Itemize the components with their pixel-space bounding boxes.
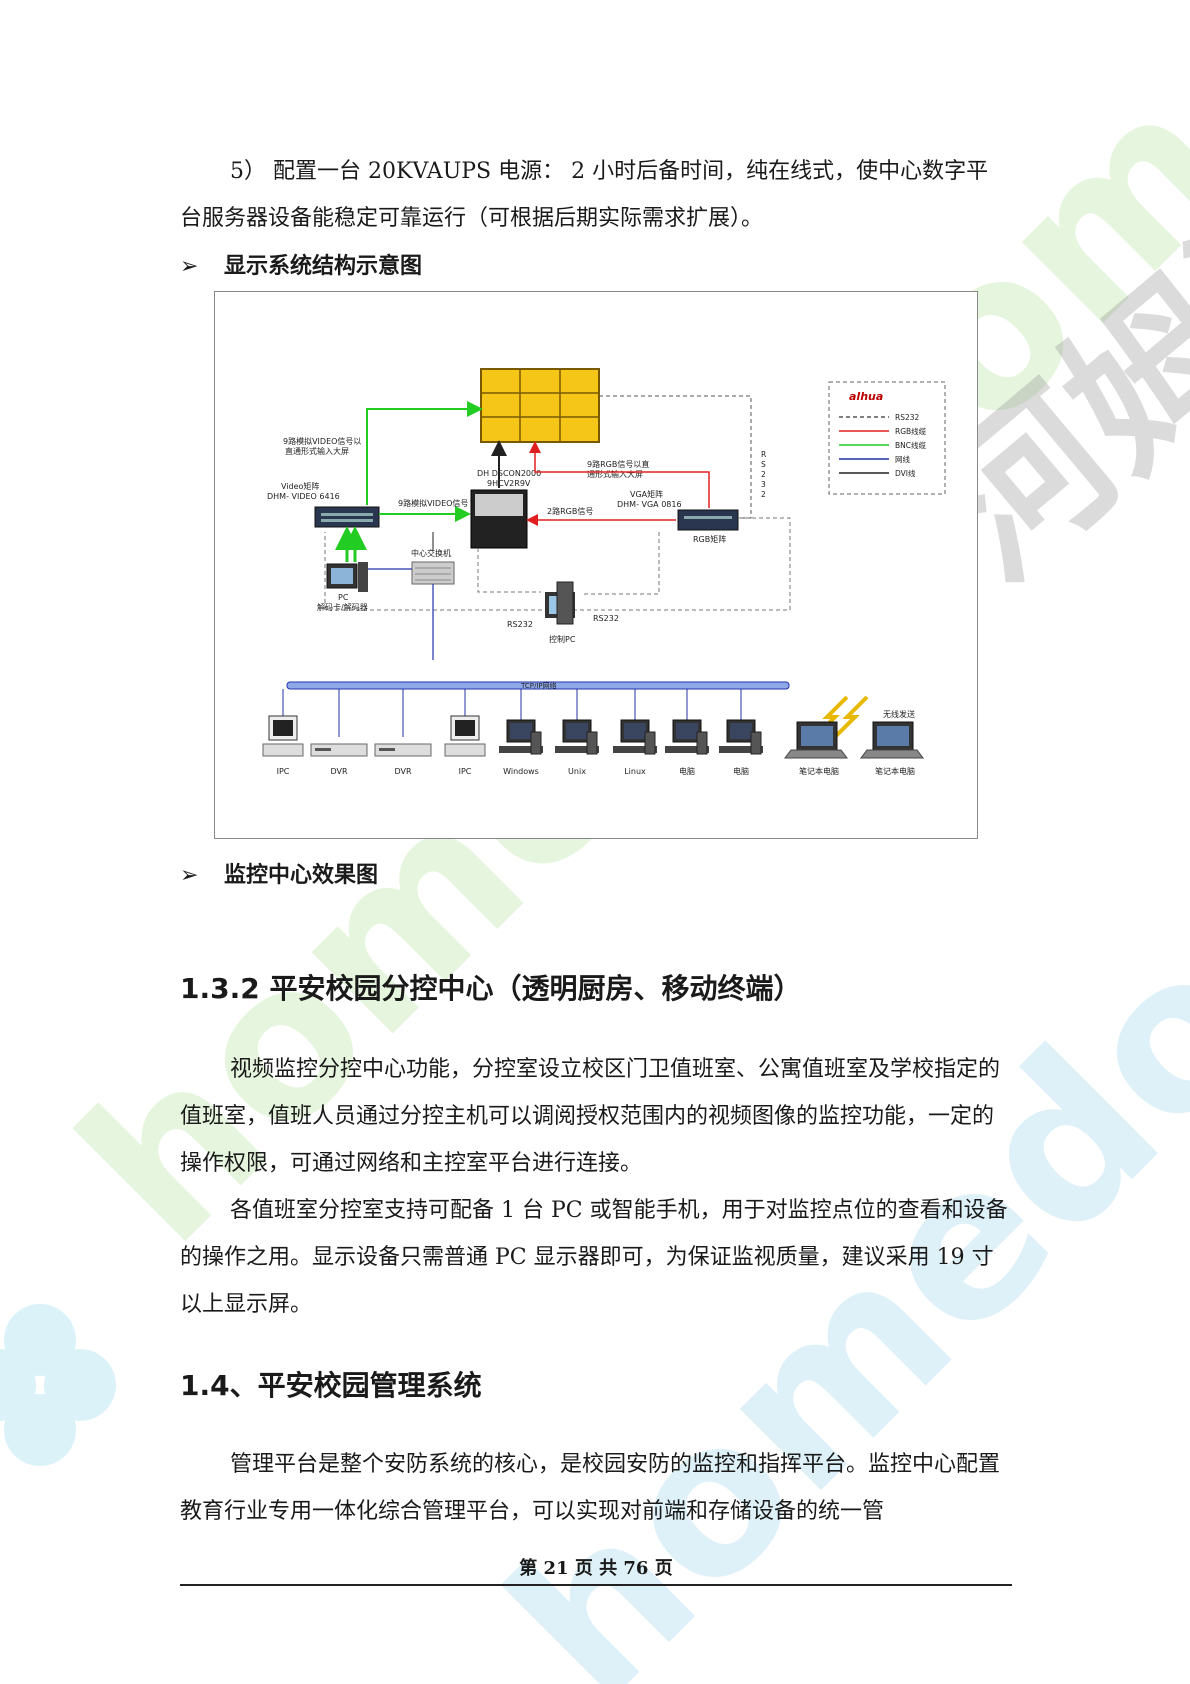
paragraph-ups: 5） 配置一台 20KVAUPS 电源： 2 小时后备时间，纯在线式，使中心数字… xyxy=(180,159,989,231)
page-number-footer: 第 21 页 共 76 页 xyxy=(519,1558,673,1579)
network-device: Linux xyxy=(613,689,657,776)
legend-item-label: DVI线 xyxy=(895,468,916,478)
video-matrix-model: DHM- VIDEO 6416 xyxy=(267,492,340,501)
legend-item: BNC线缆 xyxy=(839,440,926,450)
paragraph-sub-center-2: 各值班室分控室支持可配备 1 台 PC 或智能手机，用于对监控点位的查看和设备的… xyxy=(180,1198,1008,1317)
rgb-direct-label-1: 9路RGB信号以直 xyxy=(587,459,649,469)
device-label: 笔记本电脑 xyxy=(875,766,915,776)
rs232-vertical-char: 2 xyxy=(761,490,766,499)
network-label: TCP/IP网络 xyxy=(520,681,557,690)
control-pc-label: 控制PC xyxy=(549,634,576,644)
legend-item: 网线 xyxy=(839,454,910,464)
legend-item: RS232 xyxy=(839,413,920,422)
rs232-left-label: RS232 xyxy=(507,620,533,629)
bullet-label: 显示系统结构示意图 xyxy=(224,254,423,279)
watermark-flower-icon xyxy=(0,1304,116,1466)
bullet-monitor-effect: ➢ 监控中心效果图 xyxy=(180,857,378,889)
vga-matrix-model: DHM- VGA 0816 xyxy=(617,500,682,509)
rs232-vertical-char: R xyxy=(761,450,766,459)
rgb-direct-label-2: 通形式输入大屏 xyxy=(587,469,643,479)
vga-matrix-label: VGA矩阵 xyxy=(630,489,663,499)
wall-controller-device xyxy=(470,489,528,549)
legend-item-label: 网线 xyxy=(895,454,910,464)
device-label: Unix xyxy=(568,767,586,776)
legend-item-label: BNC线缆 xyxy=(895,440,926,450)
bnc-direct-label-2: 直通形式输入大屏 xyxy=(285,446,349,456)
controller-label-1: DH DSCON2000 xyxy=(477,469,541,478)
network-device: DVR xyxy=(374,689,432,776)
device-label: IPC xyxy=(277,767,290,776)
network-device: Unix xyxy=(555,689,599,776)
bullet-label: 监控中心效果图 xyxy=(224,863,379,888)
device-label: IPC xyxy=(459,767,472,776)
network-device: Windows xyxy=(499,689,543,776)
central-switch xyxy=(411,561,455,585)
device-label: 电脑 xyxy=(733,766,749,776)
controller-label-2: 9HCV2R9V xyxy=(487,479,531,488)
rgb-matrix-label: RGB矩阵 xyxy=(693,534,726,544)
video-signal-label: 9路模拟VIDEO信号 xyxy=(398,498,468,508)
arrow-bullet-icon: ➢ xyxy=(180,254,199,279)
device-label: DVR xyxy=(394,767,411,776)
rgb-matrix-device xyxy=(677,509,739,531)
device-label: Windows xyxy=(503,767,539,776)
tcp-ip-network-bus xyxy=(286,681,790,690)
heading-1-4: 1.4、平安校园管理系统 xyxy=(180,1369,482,1402)
rs232-vertical-char: 2 xyxy=(761,470,766,479)
device-label: 笔记本电脑 xyxy=(799,766,839,776)
heading-1-3-2: 1.3.2 平安校园分控中心（透明厨房、移动终端） xyxy=(180,972,802,1005)
decoder-pc xyxy=(326,562,368,592)
legend-item: DVI线 xyxy=(839,468,916,478)
device-label: Linux xyxy=(624,767,646,776)
network-device: IPC xyxy=(444,689,486,776)
network-device: 笔记本电脑 xyxy=(784,721,848,776)
rgb-signal-label: 2路RGB信号 xyxy=(547,506,593,516)
legend-brand: alhua xyxy=(849,390,883,403)
video-matrix-label: Video矩阵 xyxy=(281,481,319,491)
legend-item: RGB线缆 xyxy=(839,426,927,436)
legend-item-label: RGB线缆 xyxy=(895,426,927,436)
video-matrix-device xyxy=(314,506,380,528)
paragraph-sub-center-1: 视频监控分控中心功能，分控室设立校区门卫值班室、公寓值班室及学校指定的值班室，值… xyxy=(180,1057,1001,1176)
wireless-label: 无线发送 xyxy=(883,709,915,719)
control-pc xyxy=(545,581,575,625)
network-device: 电脑 xyxy=(719,689,763,776)
network-device: DVR xyxy=(310,689,368,776)
rs232-vertical-char: 3 xyxy=(761,480,766,489)
network-device: 笔记本电脑 xyxy=(860,721,924,776)
bullet-display-structure: ➢ 显示系统结构示意图 xyxy=(180,248,422,280)
video-wall xyxy=(480,368,600,443)
network-device: 电脑 xyxy=(665,689,709,776)
bnc-direct-label-1: 9路模拟VIDEO信号以 xyxy=(283,436,361,446)
device-label: DVR xyxy=(330,767,347,776)
footer-divider xyxy=(180,1584,1012,1586)
rs232-vertical-char: S xyxy=(761,460,766,469)
pc-label-2: 解码卡/解码器 xyxy=(317,602,368,612)
device-label: 电脑 xyxy=(679,766,695,776)
rs232-right-label: RS232 xyxy=(593,614,619,623)
legend-item-label: RS232 xyxy=(895,413,920,422)
network-device: IPC xyxy=(262,689,304,776)
pc-label-1: PC xyxy=(338,593,349,602)
paragraph-mgmt: 管理平台是整个安防系统的核心，是校园安防的监控和指挥平台。监控中心配置教育行业专… xyxy=(180,1452,1001,1524)
arrow-bullet-icon: ➢ xyxy=(180,863,199,888)
switch-label: 中心交换机 xyxy=(411,548,451,558)
